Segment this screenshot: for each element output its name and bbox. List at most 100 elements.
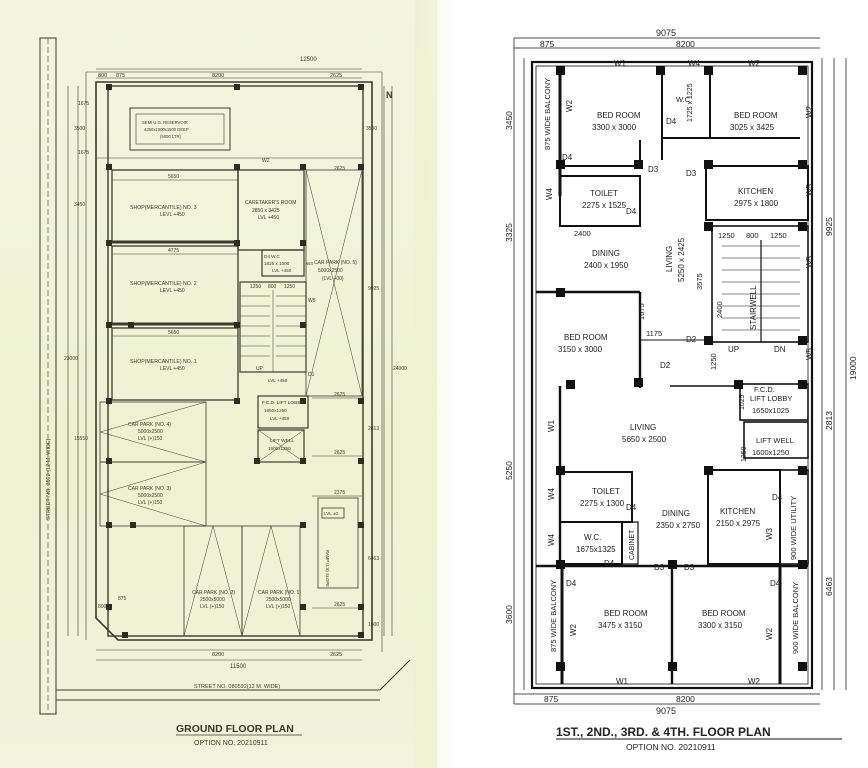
u-bed3: BED ROOM xyxy=(564,333,608,342)
u-tag-d3b: D3 xyxy=(686,169,697,178)
upper-kitchen-2 xyxy=(707,469,781,565)
upper-outer-wall xyxy=(530,60,814,690)
u-tag-d4c: D4 xyxy=(626,207,637,216)
ground-labels: 12500 800 875 8200 2625 N 1675 3500 1675… xyxy=(46,57,407,747)
u-living1: LIVING xyxy=(665,246,674,272)
dim-mid-2625: 2625 xyxy=(334,392,345,398)
u-tag-d4a: D4 xyxy=(666,117,677,126)
u-liftlobby: LIFT LOBBY xyxy=(750,394,792,403)
shop2-level: LEVL +450 xyxy=(160,288,185,294)
ground-wc-label: D4 W.C xyxy=(264,254,281,259)
u-tag-d4f: D4 xyxy=(604,559,615,568)
u-bed5-size: 3300 x 3150 xyxy=(698,621,743,630)
upper-title: 1ST., 2ND., 3RD. & 4TH. FLOOR PLAN xyxy=(556,725,771,739)
cp5-size: 5000x2500 xyxy=(318,268,343,274)
lvl-box xyxy=(321,507,345,519)
u-wc2-size: 1675x1325 xyxy=(576,545,616,554)
dim-left-total: 23000 xyxy=(64,356,78,362)
cp3-label: CAR PARK (NO. 3) xyxy=(128,486,171,492)
u-dim-2400: 2400 xyxy=(574,229,591,238)
u-tag-d3d: D3 xyxy=(684,563,695,572)
tank-label: SEMI U.G. RESERVOIR xyxy=(142,120,188,125)
u-tag-d2b: D2 xyxy=(660,361,671,370)
u-dim-800: 800 xyxy=(746,231,759,240)
dim-bot-800: 800 xyxy=(98,604,107,610)
u-toilet2-size: 2275 x 1300 xyxy=(580,499,625,508)
u-kitchen2: KITCHEN xyxy=(720,507,755,516)
ground-lobby-level: LVL +450 xyxy=(270,416,290,421)
u-bed2-size: 3025 x 3425 xyxy=(730,123,775,132)
u-tag-d4-right: D4 xyxy=(770,579,781,588)
ground-liftwell-label: LIFT WELL xyxy=(270,438,295,444)
ground-dimension-lines xyxy=(67,68,393,661)
upper-cabinet xyxy=(621,521,639,565)
u-wc1-size: 1725 x 1225 xyxy=(687,83,694,122)
u-tag-w2d: W2 xyxy=(569,623,578,636)
u-living1-size: 5250 x 2425 xyxy=(677,237,686,282)
upper-option: OPTION NO. 20210911 xyxy=(626,742,716,752)
dim-lobby-1250b: 1250 xyxy=(284,284,295,290)
u-dim-right-4: 6463 xyxy=(824,577,834,596)
cp5-level: (LVL +00) xyxy=(322,276,344,282)
ground-tag-d1: D1 xyxy=(308,372,315,378)
caretaker-label: CARETAKER'S ROOM xyxy=(245,200,296,206)
u-toilet1-size: 2275 x 1525 xyxy=(582,201,627,210)
ground-wc xyxy=(261,249,305,277)
u-dim-right-2: 19000 xyxy=(848,356,858,380)
u-dim-1025: 1025 xyxy=(739,394,746,410)
u-dim-2400b: 2400 xyxy=(715,301,724,318)
dim-right-2: 9925 xyxy=(368,286,379,292)
u-bed4: BED ROOM xyxy=(604,609,648,618)
u-tag-w5b: W5 xyxy=(805,255,814,268)
upper-lift-well xyxy=(743,421,809,459)
dim-top-a: 800 xyxy=(98,73,107,79)
upper-utility xyxy=(779,469,809,565)
dim-left-5: 15550 xyxy=(74,436,88,442)
u-dining1: DINING xyxy=(592,249,620,258)
u-tag-w1c: W1 xyxy=(616,677,629,686)
cp1-label: CAR PARK (NO. 1) xyxy=(258,590,301,596)
upper-columns xyxy=(556,66,807,671)
u-tag-d3c: D3 xyxy=(654,563,665,572)
ground-lobby-label: F.C.D. LIFT LOBBY xyxy=(262,400,305,406)
ground-title: GROUND FLOOR PLAN xyxy=(176,723,294,735)
u-tag-w3: W3 xyxy=(765,527,774,540)
u-dim-left-3: 5250 xyxy=(504,461,514,480)
u-stair-up: UP xyxy=(728,345,739,354)
dim-right-total: 24000 xyxy=(393,366,407,372)
dim-left-3: 1675 xyxy=(78,150,89,156)
caretaker-level: LVL +450 xyxy=(258,215,279,221)
u-tag-d4b: D4 xyxy=(562,153,573,162)
ground-wc-size: 1825 x 1000 xyxy=(264,261,290,266)
caretaker-size: 2850 x 3425 xyxy=(252,208,280,214)
car-park-2 xyxy=(183,525,243,637)
u-tag-d4d: D4 xyxy=(626,503,637,512)
dim-right-4: 6463 xyxy=(368,556,379,562)
dim-top-d: 2625 xyxy=(330,73,342,79)
ground-tag-w5: W5 xyxy=(308,298,316,304)
dim-top-c: 8200 xyxy=(212,73,224,79)
u-liftlobby-size: 1650x1025 xyxy=(752,406,789,415)
u-dining1-size: 2400 x 1950 xyxy=(584,261,629,270)
lvl-box-label: LVL ±0 xyxy=(324,511,338,516)
u-tag-w4b: W4 xyxy=(545,187,554,200)
cp3-level: LVL (+)150 xyxy=(138,500,163,506)
u-dim-top-a: 875 xyxy=(540,39,554,49)
cp4-size: 5000x2500 xyxy=(138,429,163,435)
u-dim-1175: 1175 xyxy=(646,329,662,338)
tank-cap: (5000 LTR) xyxy=(160,134,181,139)
dim-top-b: 875 xyxy=(116,73,125,79)
dim-right-5: 1500 xyxy=(368,622,379,628)
u-dim-left-4: 3600 xyxy=(504,605,514,624)
u-tag-w4a: W4 xyxy=(688,59,701,68)
shop-1 xyxy=(111,327,239,401)
u-tag-d4e: D4 xyxy=(772,493,783,502)
u-balcony-3: 900 WIDE BALCONY xyxy=(791,582,800,654)
u-tag-w2c: W2 xyxy=(805,105,814,118)
upper-floor-plan xyxy=(513,37,847,705)
u-tag-w5c: W5 xyxy=(805,347,814,360)
ground-stair-up: UP xyxy=(256,366,264,372)
cp1-size: 2500x5000 xyxy=(266,597,291,603)
u-dim-right-1: 9925 xyxy=(824,217,834,236)
